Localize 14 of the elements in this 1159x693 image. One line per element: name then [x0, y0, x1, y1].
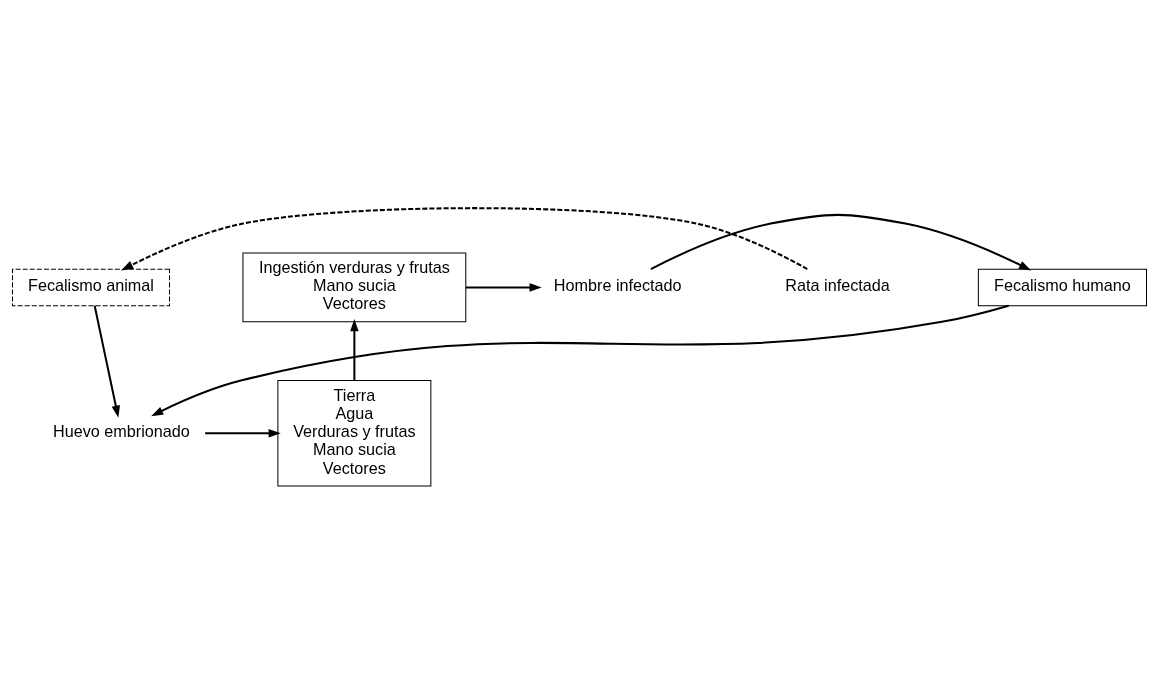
node-box: Ingestión verduras y frutas Mano sucia Vectores — [242, 251, 467, 322]
node-box: Fecalismo animal — [12, 268, 170, 306]
node-text: Rata infectada — [785, 275, 890, 294]
arrow — [466, 282, 542, 292]
node-box: Tierra Agua Verduras y frutas Mano sucia Vectores — [277, 379, 432, 486]
node-text: Huevo embrionado — [53, 421, 190, 440]
node-text: Hombre infectado — [553, 275, 682, 294]
arrow — [93, 305, 120, 418]
arrow — [151, 304, 1009, 416]
arrow — [650, 213, 1032, 270]
arrow — [350, 318, 359, 380]
arrow — [121, 206, 808, 270]
node-box: Fecalismo humano — [977, 268, 1147, 306]
arrow — [205, 428, 281, 438]
